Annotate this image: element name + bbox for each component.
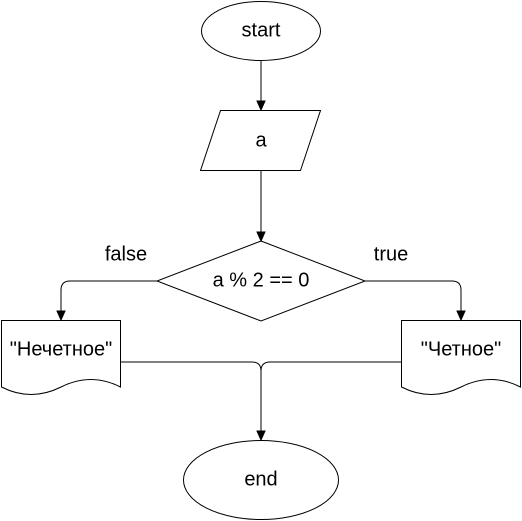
- output-false-label: "Нечетное": [10, 338, 112, 360]
- edge-decision-to-false: [56, 280, 157, 322]
- end-node: end: [183, 440, 339, 520]
- end-label: end: [244, 468, 277, 490]
- input-parallelogram: [199, 110, 322, 171]
- start-node: start: [201, 1, 321, 61]
- branch-true-label: true: [374, 243, 408, 265]
- output-true-label: "Четное": [421, 338, 501, 360]
- branch-false-label: false: [105, 243, 147, 265]
- edge-true-to-end: [256, 361, 402, 442]
- edge-line: [260, 361, 402, 372]
- edge-false-to-end: [120, 361, 262, 432]
- edge-line: [120, 361, 262, 432]
- output-false-node: "Нечетное": [1, 320, 121, 395]
- start-label: start: [242, 19, 281, 41]
- output-true-node: "Четное": [401, 320, 521, 395]
- arrowhead-icon: [256, 430, 266, 442]
- arrowhead-icon: [256, 100, 266, 112]
- decision-node: a % 2 == 0: [155, 240, 367, 322]
- input-label: a: [255, 129, 267, 151]
- edge-start-to-input: [256, 60, 266, 112]
- edge-decision-to-true: [365, 280, 466, 322]
- arrowhead-icon: [456, 310, 466, 322]
- arrowhead-icon: [256, 231, 266, 243]
- edge-input-to-decision: [256, 170, 266, 243]
- edge-line: [365, 280, 462, 312]
- arrowhead-icon: [56, 310, 66, 322]
- decision-label: a % 2 == 0: [213, 269, 310, 291]
- edge-line: [60, 280, 157, 312]
- decision-diamond: [155, 240, 367, 322]
- input-node: a: [199, 110, 322, 171]
- output-true-document: [401, 320, 521, 395]
- output-false-document: [1, 320, 121, 395]
